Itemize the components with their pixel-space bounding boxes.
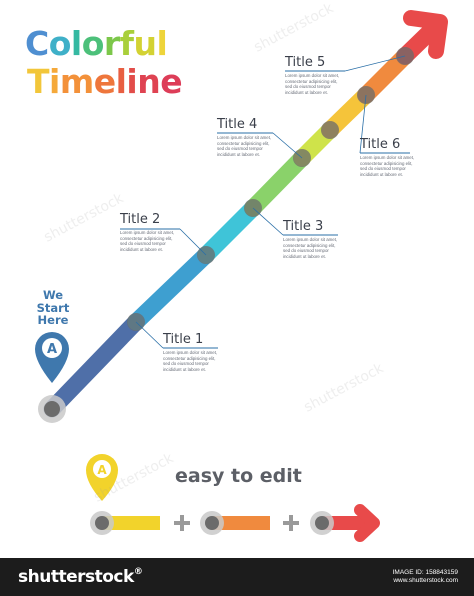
milestone-description: Lorem ipsum dolor sit amet, consectetur …: [283, 237, 338, 259]
legend-node: [315, 516, 329, 530]
start-node: [44, 401, 60, 417]
start-label: We Start Here: [36, 288, 70, 327]
leader-line: [252, 207, 284, 236]
leader-line: [179, 228, 207, 256]
timeline-segment: [357, 47, 414, 104]
timeline-segment: [197, 199, 262, 264]
milestone-6: Title 5 Lorem ipsum dolor sit amet, conse…: [285, 55, 339, 95]
timeline-segment: [244, 149, 311, 217]
footer-bar: shutterstock® IMAGE ID: 158843159 www.sh…: [0, 558, 474, 596]
heading-colorful-letter: f: [119, 24, 134, 63]
leader-line: [135, 321, 164, 349]
easy-to-edit-caption: easy to edit: [175, 465, 302, 487]
start-marker-hole: [42, 338, 62, 358]
milestone-1: Title 1 Lorem ipsum dolor sit amet, conse…: [163, 332, 217, 372]
milestone-title: Title 3: [283, 219, 324, 234]
leader-line: [272, 132, 303, 159]
milestone-title: Title 1: [163, 332, 204, 347]
heading-colorful-letter: C: [25, 24, 49, 63]
heading-timeline-letter: n: [137, 62, 161, 101]
heading-colorful-letter: u: [133, 24, 158, 63]
site-text: www.shutterstock.com: [393, 577, 458, 584]
heading-timeline: Timeline: [27, 62, 183, 101]
heading-timeline-letter: e: [93, 62, 116, 101]
heading-timeline-letter: e: [160, 62, 183, 101]
heading-timeline-letter: T: [27, 62, 50, 101]
plus-icon: [289, 515, 293, 531]
plus-icon: [180, 515, 184, 531]
milestone-3: Title 3 Lorem ipsum dolor sit amet, conse…: [283, 219, 337, 259]
milestone-node: [321, 121, 339, 139]
leader-line: [344, 55, 406, 72]
heading-timeline-letter: m: [59, 62, 94, 101]
milestone-title: Title 4: [217, 117, 258, 132]
milestone-title: Title 6: [360, 137, 401, 152]
legend-marker-hole: [93, 460, 111, 478]
legend-marker-letter: A: [97, 463, 107, 477]
heading-timeline-letter: i: [126, 62, 138, 101]
milestone-description: Lorem ipsum dolor sit amet, consectetur …: [163, 350, 218, 372]
heading-colorful-letter: o: [81, 24, 105, 63]
start-marker-letter: A: [47, 342, 57, 357]
arrow-head: [403, 10, 448, 59]
milestone-description: Lorem ipsum dolor sit amet, consectetur …: [360, 155, 415, 177]
heading-colorful-letter: r: [103, 24, 120, 63]
milestone-2: Title 2 Lorem ipsum dolor sit amet, conse…: [120, 212, 174, 252]
timeline-segment: [127, 246, 215, 331]
leader-line: [359, 94, 367, 154]
milestone-title: Title 2: [120, 212, 161, 227]
legend-node: [95, 516, 109, 530]
heading-timeline-letter: i: [49, 62, 60, 101]
legend-arrow-head: [354, 504, 380, 542]
timeline-segment: [43, 313, 145, 418]
heading-colorful-letter: l: [70, 24, 82, 63]
heading-colorful-letter: l: [156, 24, 168, 63]
milestone-description: Lorem ipsum dolor sit amet, consectetur …: [285, 73, 340, 95]
footer-image-id: IMAGE ID: 158843159 www.shutterstock.com: [393, 569, 458, 585]
heading-timeline-letter: l: [115, 62, 127, 101]
image-id-text: IMAGE ID: 158843159: [392, 569, 458, 576]
milestone-4: Title 4 Lorem ipsum dolor sit amet, conse…: [217, 117, 271, 157]
milestone-title: Title 5: [285, 55, 326, 70]
heading-colorful-letter: o: [48, 24, 72, 63]
footer-brand-logo: shutterstock®: [18, 567, 143, 587]
milestone-5: Title 6 Lorem ipsum dolor sit amet, conse…: [360, 137, 414, 177]
milestone-description: Lorem ipsum dolor sit amet, consectetur …: [120, 230, 175, 252]
legend-node: [205, 516, 219, 530]
milestone-description: Lorem ipsum dolor sit amet, consectetur …: [217, 135, 272, 157]
heading-colorful: Colorful: [25, 24, 168, 63]
